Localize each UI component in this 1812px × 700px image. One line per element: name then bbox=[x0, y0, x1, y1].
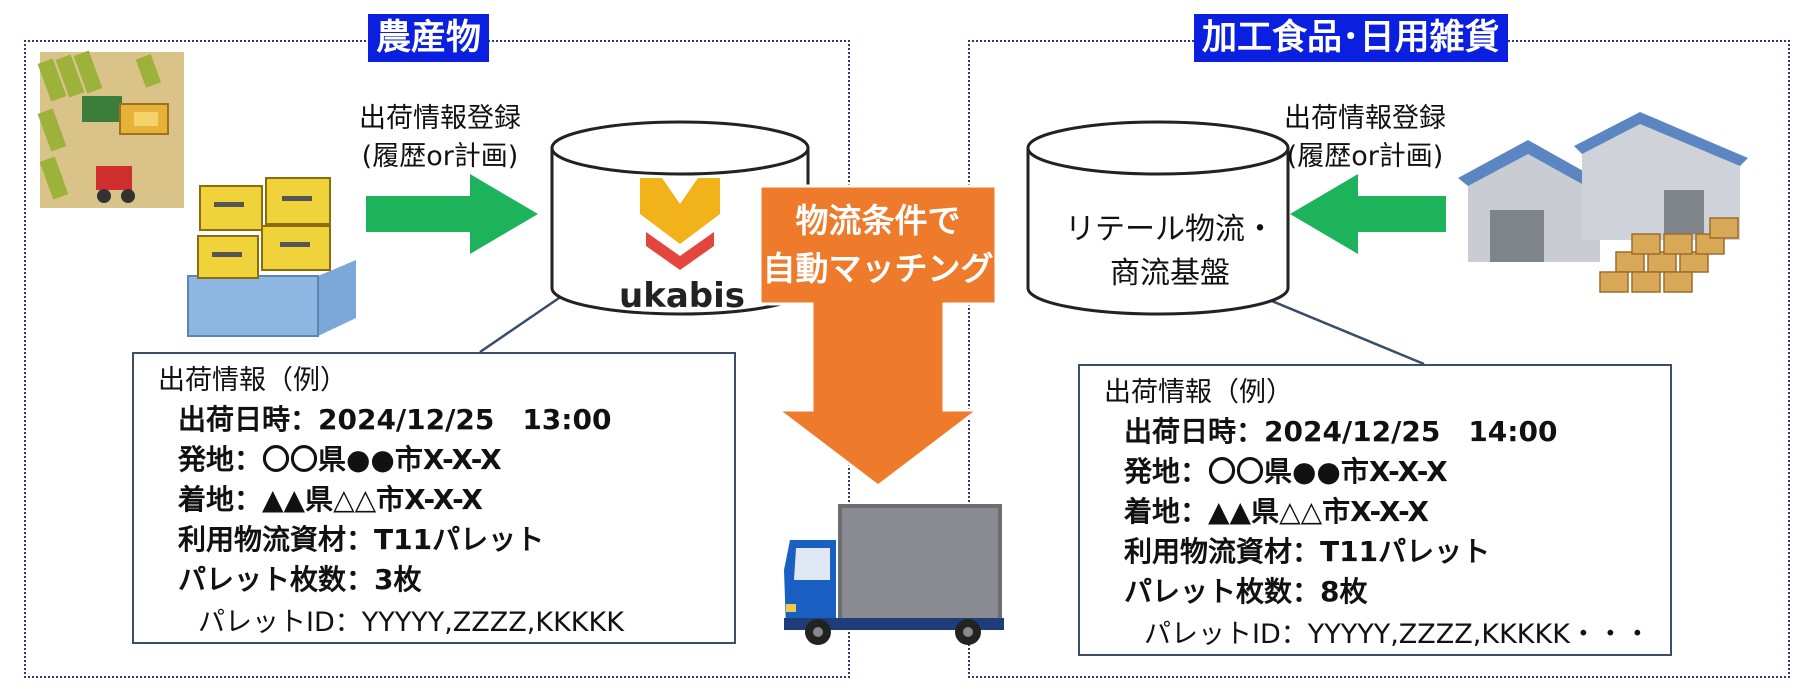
auto-matching-label: 物流条件で 自動マッチング bbox=[760, 186, 996, 304]
shipping-info-header: 出荷情報（例） bbox=[1104, 377, 1293, 408]
green-arrow-left bbox=[1290, 174, 1446, 254]
shipping-info-header: 出荷情報（例） bbox=[158, 365, 347, 396]
register-label-left: 出荷情報登録 (履歴or計画) bbox=[340, 100, 540, 176]
shipping-info-right: 出荷情報（例） 出荷日時：2024/12/25 14:00 発地：〇〇県●●市X… bbox=[1078, 364, 1672, 656]
pallet-count: パレット枚数：8枚 bbox=[1124, 575, 1368, 608]
ukabis-label: ukabis bbox=[619, 276, 745, 316]
farm-harvester-icon bbox=[37, 50, 184, 208]
connector-right bbox=[1249, 290, 1425, 366]
shipping-datetime: 出荷日時：2024/12/25 14:00 bbox=[1124, 415, 1558, 448]
shipping-info-left: 出荷情報（例） 出荷日時：2024/12/25 13:00 発地：〇〇県●●市X… bbox=[132, 352, 736, 644]
database-cylinder-retail bbox=[1026, 120, 1290, 316]
destination: 着地：▲▲県△△市X-X-X bbox=[1124, 495, 1430, 528]
origin: 発地：〇〇県●●市X-X-X bbox=[1124, 455, 1448, 488]
retail-platform-label: リテール物流・ 商流基盤 bbox=[1040, 208, 1300, 296]
processed-goods-title: 加工食品･日用雑貨 bbox=[1194, 14, 1508, 62]
truck-icon bbox=[784, 504, 1004, 645]
auto-matching-line1: 物流条件で bbox=[795, 201, 961, 240]
pallet-ids: パレットID：YYYYY,ZZZZ,KKKKK・・・ bbox=[1144, 619, 1651, 650]
retail-platform-label-line1: リテール物流・ bbox=[1065, 212, 1275, 247]
pallet-boxes-icon bbox=[187, 177, 356, 337]
shipping-datetime: 出荷日時：2024/12/25 13:00 bbox=[178, 403, 612, 436]
orange-matching-arrow bbox=[758, 184, 998, 488]
warehouse-icon bbox=[1458, 112, 1748, 293]
ukabis-logo-icon bbox=[640, 178, 720, 270]
register-label-left-line2: (履歴or計画) bbox=[361, 141, 519, 172]
destination: 着地：▲▲県△△市X-X-X bbox=[178, 483, 484, 516]
logistics-material: 利用物流資材：T11パレット bbox=[1124, 535, 1491, 568]
pallet-ids: パレットID：YYYYY,ZZZZ,KKKKK bbox=[198, 607, 624, 638]
register-label-right-line2: (履歴or計画) bbox=[1286, 141, 1444, 172]
retail-platform-label-line2: 商流基盤 bbox=[1110, 256, 1230, 291]
auto-matching-line2: 自動マッチング bbox=[762, 249, 994, 288]
green-arrow-right bbox=[366, 174, 538, 254]
agricultural-title: 農産物 bbox=[368, 14, 490, 62]
register-label-left-line1: 出荷情報登録 bbox=[359, 103, 521, 134]
logistics-material: 利用物流資材：T11パレット bbox=[178, 523, 545, 556]
register-label-right-line1: 出荷情報登録 bbox=[1284, 103, 1446, 134]
origin: 発地：〇〇県●●市X-X-X bbox=[178, 443, 502, 476]
pallet-count: パレット枚数：3枚 bbox=[178, 563, 422, 596]
register-label-right: 出荷情報登録 (履歴or計画) bbox=[1255, 100, 1475, 176]
